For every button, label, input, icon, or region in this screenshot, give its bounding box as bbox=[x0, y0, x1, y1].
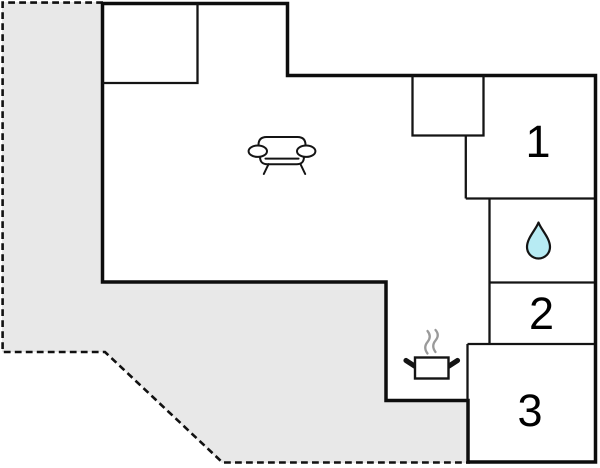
sofa-armrest-right bbox=[296, 144, 317, 158]
room-1-label: 1 bbox=[525, 116, 550, 167]
water-drop-shape bbox=[525, 221, 552, 260]
room-labels: 1 2 3 bbox=[517, 116, 554, 436]
terrace-dashed-border bbox=[1, 1, 470, 464]
steam-line-2 bbox=[432, 328, 439, 354]
steam-line-1 bbox=[424, 329, 431, 355]
alcove-partition-wall bbox=[102, 3, 199, 85]
sofa-leg-left bbox=[262, 163, 270, 175]
interior-walls bbox=[102, 3, 594, 400]
cooking-pot-icon bbox=[403, 356, 461, 380]
sofa-armrest-left bbox=[247, 144, 268, 158]
sofa-back bbox=[257, 136, 307, 157]
room-2-label: 2 bbox=[529, 288, 554, 339]
terrace-area bbox=[2, 2, 468, 463]
exterior-walls bbox=[100, 1, 598, 464]
room-3-label: 3 bbox=[517, 385, 542, 436]
pot-body bbox=[413, 356, 450, 380]
closet-partition-wall bbox=[411, 75, 485, 137]
sofa-leg-right bbox=[299, 163, 307, 175]
pot-handle-left bbox=[403, 357, 418, 369]
sofa-icon bbox=[247, 136, 317, 175]
pot-handle-right bbox=[446, 357, 461, 369]
water-drop-icon bbox=[525, 221, 552, 260]
steam-icon bbox=[424, 328, 439, 355]
